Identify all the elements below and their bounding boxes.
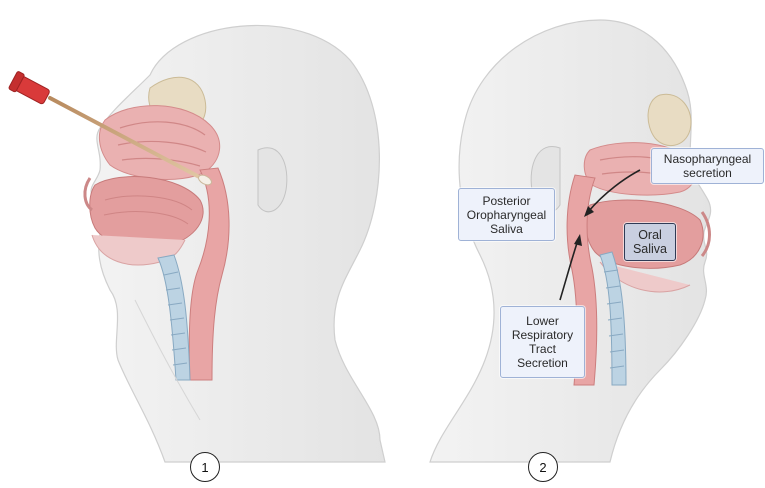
step-2-number: 2 xyxy=(539,460,546,475)
panel-1-ear xyxy=(258,148,287,212)
label-nasopharyngeal-line-1: Nasopharyngeal xyxy=(664,152,751,166)
label-posterior-line-1: Posterior xyxy=(482,194,530,208)
label-posterior-oropharyngeal-saliva: Posterior Oropharyngeal Saliva xyxy=(458,188,555,241)
step-1-number: 1 xyxy=(201,460,208,475)
label-nasopharyngeal-line-2: secretion xyxy=(683,166,732,180)
label-nasopharyngeal-secretion: Nasopharyngeal secretion xyxy=(651,148,764,184)
step-2-badge: 2 xyxy=(528,452,558,482)
label-posterior-line-2: Oropharyngeal xyxy=(467,208,546,222)
label-oral-line-1: Oral xyxy=(638,228,662,242)
label-posterior-line-3: Saliva xyxy=(490,222,523,236)
step-1-badge: 1 xyxy=(190,452,220,482)
panel-1-swab-cap xyxy=(8,71,51,106)
panel-1-head xyxy=(8,25,385,462)
label-lower-line-3: Tract xyxy=(529,342,556,356)
label-lower-line-4: Secretion xyxy=(517,356,568,370)
label-lower-line-2: Respiratory xyxy=(512,328,573,342)
label-lower-line-1: Lower xyxy=(526,314,559,328)
label-oral-saliva: Oral Saliva xyxy=(624,223,676,261)
label-lower-respiratory-tract-secretion: Lower Respiratory Tract Secretion xyxy=(500,306,585,378)
label-oral-line-2: Saliva xyxy=(633,242,667,256)
